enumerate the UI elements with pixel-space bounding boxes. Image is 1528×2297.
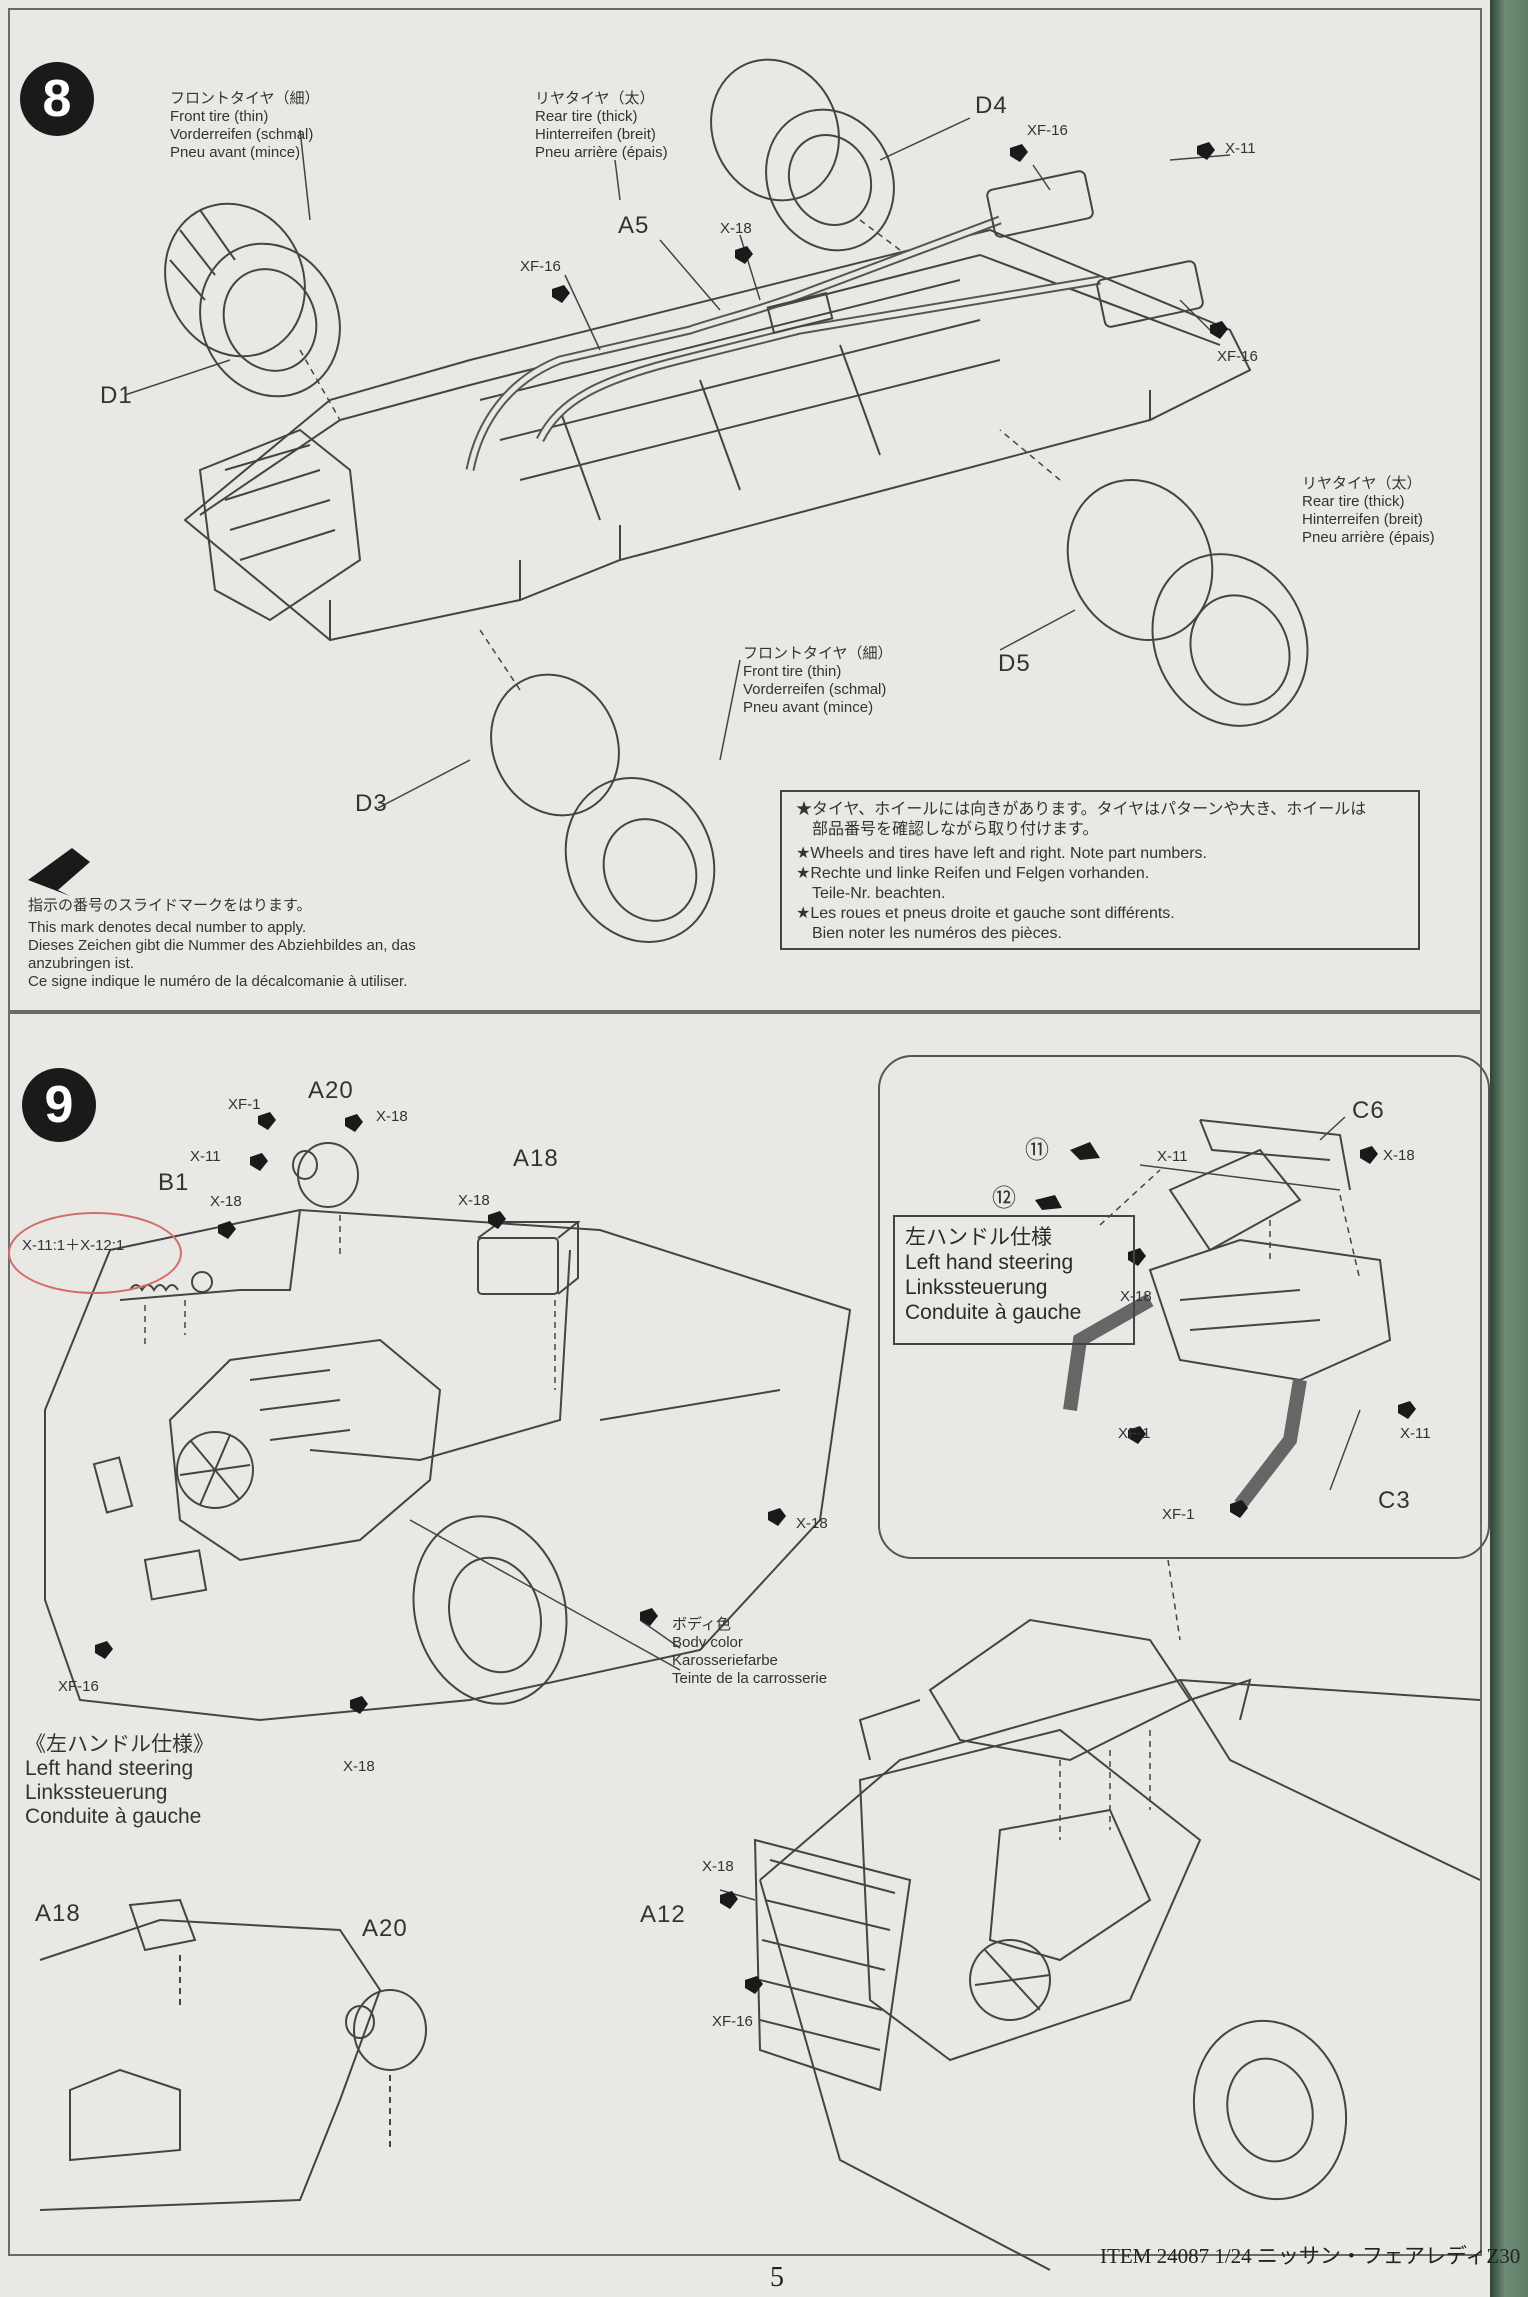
step9-panel — [8, 1012, 1482, 2256]
decal-xf16-top: XF-16 — [1027, 122, 1068, 139]
decal-xf1-inset-b: XF-1 — [1162, 1506, 1195, 1523]
decal-xf16-right: XF-16 — [1217, 348, 1258, 365]
step9-badge: 9 — [22, 1068, 96, 1142]
part-a18: A18 — [513, 1145, 559, 1172]
part-a20-lhd: A20 — [362, 1915, 408, 1942]
decal-x18-inset-b: X-18 — [1120, 1288, 1152, 1305]
decal-x11-a: X-11 — [190, 1148, 221, 1165]
decal-x11: X-11 — [1225, 140, 1256, 157]
rear-tire-label-top: リヤタイヤ（太） Rear tire (thick) Hinterreifen … — [535, 90, 668, 161]
front-tire-label-bottom: フロントタイヤ（細） Front tire (thin) Vorderreife… — [743, 645, 893, 716]
ref-12: ⑫ — [992, 1185, 1016, 1212]
part-c6: C6 — [1352, 1097, 1385, 1124]
mix-label: X-11:1＋X-12:1 — [22, 1237, 125, 1254]
tire-orientation-note: ★タイヤ、ホイールには向きがあります。タイヤはパターンや大き、ホイールは 部品番… — [780, 790, 1420, 950]
decal-x18-a: X-18 — [376, 1108, 408, 1125]
part-a18-lhd: A18 — [35, 1900, 81, 1927]
front-tire-label-top: フロントタイヤ（細） Front tire (thin) Vorderreife… — [170, 90, 320, 161]
decal-xf16-radiator: XF-16 — [712, 2013, 753, 2030]
background-surface — [1490, 0, 1528, 2297]
part-c3: C3 — [1378, 1487, 1411, 1514]
decal-x11-inset: X-11 — [1157, 1148, 1188, 1165]
decal-x18-c: X-18 — [458, 1192, 490, 1209]
step8-badge: 8 — [20, 62, 94, 136]
decal-xf16-a: XF-16 — [58, 1678, 99, 1695]
rear-tire-label-right: リヤタイヤ（太） Rear tire (thick) Hinterreifen … — [1302, 475, 1435, 546]
ref-11: ⑪ — [1025, 1137, 1049, 1164]
instruction-sheet — [0, 0, 1490, 2297]
part-a5: A5 — [618, 212, 650, 239]
part-a20: A20 — [308, 1077, 354, 1104]
step9-illustration — [39, 1112, 1481, 2271]
page-number: 5 — [770, 2262, 784, 2293]
decal-xf1-inset: XF-1 — [1118, 1425, 1151, 1442]
decal-x18: X-18 — [720, 220, 752, 237]
step8-illustration — [28, 58, 1309, 943]
decal-x18-e: X-18 — [343, 1758, 375, 1775]
lhd-inset-panel — [878, 1055, 1490, 1559]
part-d5: D5 — [998, 650, 1031, 677]
item-info: ITEM 24087 1/24 ニッサン・フェアレディZ30 — [1100, 2244, 1521, 2268]
body-color-label: ボディ色 Body color Karosseriefarbe Teinte d… — [672, 1616, 828, 1687]
part-b1: B1 — [158, 1169, 190, 1196]
decal-mark-legend: 指示の番号のスライドマークをはります。 This mark denotes de… — [28, 897, 416, 990]
lhd-label-left: 《左ハンドル仕様》 Left hand steering Linkssteuer… — [25, 1733, 214, 1828]
decal-xf16-left: XF-16 — [520, 258, 561, 275]
part-d3: D3 — [355, 790, 388, 817]
decal-x18-inset: X-18 — [1383, 1147, 1415, 1164]
part-d1: D1 — [100, 382, 133, 409]
step8-panel — [8, 8, 1482, 1012]
decal-x18-d: X-18 — [796, 1515, 828, 1532]
decal-x11-inset-b: X-11 — [1400, 1425, 1431, 1442]
part-a12: A12 — [640, 1901, 686, 1928]
part-d4: D4 — [975, 92, 1008, 119]
annotation-circle — [8, 1212, 182, 1294]
decal-x18-b: X-18 — [210, 1193, 242, 1210]
decal-xf1-a: XF-1 — [228, 1096, 261, 1113]
decal-x18-radiator: X-18 — [702, 1858, 734, 1875]
lhd-box: 左ハンドル仕様 Left hand steering Linkssteuerun… — [893, 1215, 1135, 1345]
